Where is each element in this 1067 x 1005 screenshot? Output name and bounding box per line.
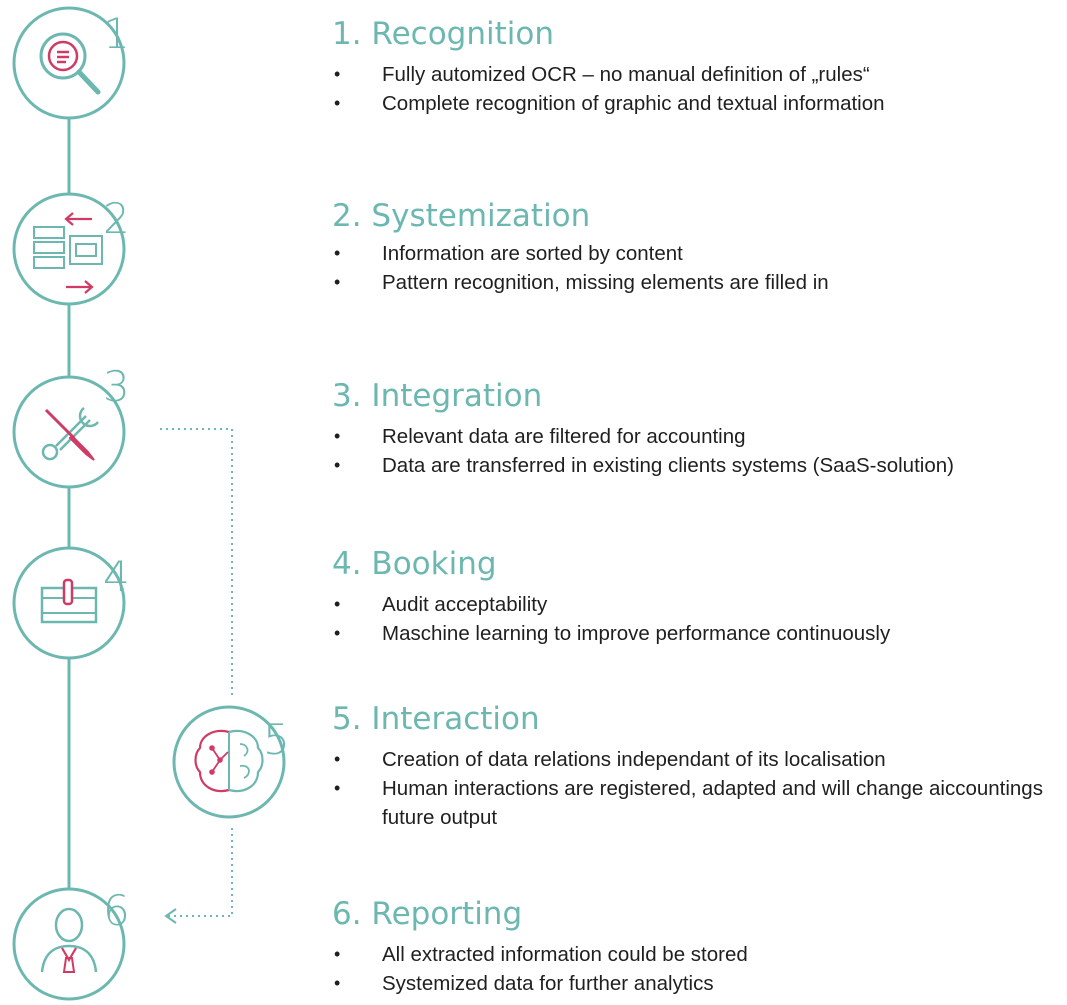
step-2-title: 2. Systemization	[332, 198, 591, 234]
magnifier-document-icon	[39, 32, 101, 95]
step-3-bullets: Relevant data are filtered for accountin…	[334, 422, 1062, 480]
step-2-bullets: Information are sorted by content Patter…	[334, 239, 1062, 297]
step-5-number: 5	[263, 715, 290, 764]
brain-network-icon	[194, 729, 264, 793]
step-2-number: 2	[103, 194, 130, 243]
step-1-number: 1	[103, 9, 130, 58]
step-3-number: 3	[103, 362, 130, 411]
sort-arrows-icon	[33, 212, 103, 294]
bullet-item: Audit acceptability	[334, 590, 1062, 619]
bullet-item: Information are sorted by content	[334, 239, 1062, 268]
step-4-bullets: Audit acceptability Maschine learning to…	[334, 590, 1062, 648]
return-arrow-head	[164, 908, 177, 924]
branch-dotted-line	[160, 428, 233, 695]
step-6-title: 6. Reporting	[332, 896, 523, 932]
step-6-node: 6	[12, 886, 130, 1001]
ledger-book-icon	[40, 578, 98, 624]
bullet-item: Complete recognition of graphic and text…	[334, 89, 1062, 118]
step-2-node: 2	[12, 192, 130, 306]
step-3-node: 3	[12, 362, 130, 489]
bullet-item: Data are transferred in existing clients…	[334, 451, 1062, 480]
step-5-node: 5	[172, 705, 290, 819]
return-dotted-line	[168, 828, 233, 917]
step-1-title: 1. Recognition	[332, 16, 554, 52]
wrench-screwdriver-icon	[41, 407, 99, 461]
bullet-item: All extracted information could be store…	[334, 940, 1062, 969]
bullet-item: Pattern recognition, missing elements ar…	[334, 268, 1062, 297]
bullet-item: Systemized data for further analytics	[334, 969, 1062, 998]
bullet-item: Fully automized OCR – no manual definiti…	[334, 60, 1062, 89]
step-1-bullets: Fully automized OCR – no manual definiti…	[334, 60, 1062, 118]
step-6-number: 6	[103, 886, 130, 935]
step-4-node: 4	[12, 546, 130, 660]
step-6-bullets: All extracted information could be store…	[334, 940, 1062, 998]
step-5-title: 5. Interaction	[332, 701, 540, 737]
step-5-bullets: Creation of data relations independant o…	[334, 745, 1062, 832]
step-1-node: 1	[12, 6, 130, 120]
bullet-item: Relevant data are filtered for accountin…	[334, 422, 1062, 451]
step-3-title: 3. Integration	[332, 378, 543, 414]
bullet-item: Human interactions are registered, adapt…	[334, 774, 1062, 832]
bullet-item: Creation of data relations independant o…	[334, 745, 1062, 774]
bullet-item: Maschine learning to improve performance…	[334, 619, 1062, 648]
step-4-title: 4. Booking	[332, 546, 497, 582]
step-4-number: 4	[103, 552, 130, 601]
user-tie-icon	[40, 907, 98, 973]
